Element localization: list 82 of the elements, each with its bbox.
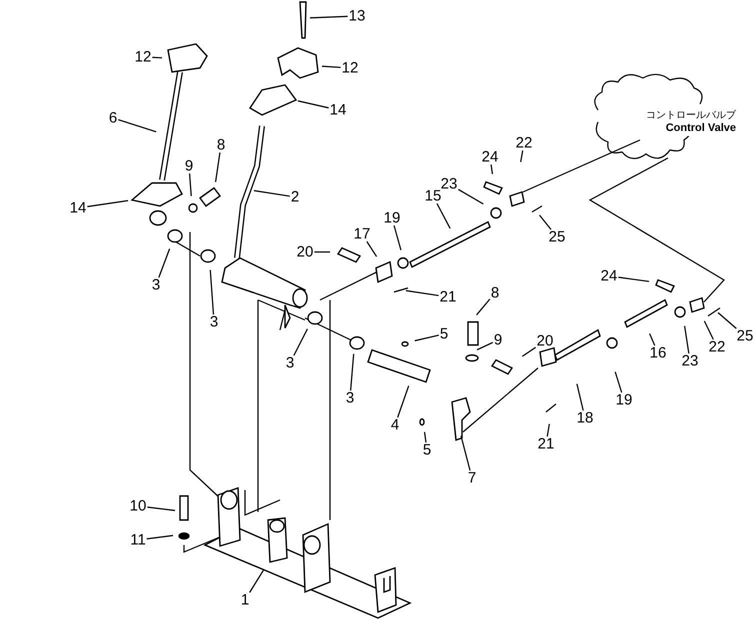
leader-line bbox=[254, 190, 290, 197]
callout-number: 8 bbox=[490, 286, 500, 300]
callout-number: 5 bbox=[422, 442, 432, 458]
leader-line bbox=[436, 203, 451, 229]
leader-line bbox=[298, 100, 329, 108]
callout-number: 4 bbox=[390, 418, 400, 432]
callout-number: 22 bbox=[708, 340, 726, 354]
callout-number: 10 bbox=[128, 498, 148, 514]
leader-line bbox=[293, 328, 308, 356]
leader-line bbox=[146, 534, 174, 540]
callout-number: 14 bbox=[328, 102, 348, 118]
leader-line bbox=[406, 290, 439, 296]
callout-number: 2 bbox=[290, 190, 300, 204]
callout-number: 19 bbox=[614, 392, 634, 408]
callout-number: 23 bbox=[680, 354, 700, 368]
callout-number: 23 bbox=[440, 176, 458, 192]
callout-number: 3 bbox=[344, 390, 356, 406]
leader-line bbox=[520, 150, 524, 162]
callout-number: 12 bbox=[134, 50, 152, 64]
cloud-label: コントロールバルブ bbox=[646, 110, 736, 122]
leader-line bbox=[649, 333, 656, 346]
leader-line bbox=[704, 320, 714, 340]
leader-line bbox=[322, 66, 341, 68]
callout-number: 5 bbox=[438, 326, 450, 342]
leader-line bbox=[460, 436, 471, 471]
callout-number: 21 bbox=[536, 436, 556, 452]
callout-number: 22 bbox=[514, 136, 534, 150]
leader-line bbox=[684, 326, 690, 354]
callout-number: 18 bbox=[576, 410, 594, 426]
leader-line bbox=[394, 225, 402, 250]
callout-number: 9 bbox=[492, 332, 504, 348]
callout-number: 14 bbox=[68, 200, 88, 216]
callout-number: 11 bbox=[129, 532, 147, 548]
leader-line bbox=[424, 432, 427, 443]
leader-line bbox=[158, 248, 170, 278]
leader-line bbox=[188, 173, 192, 196]
callout-number: 25 bbox=[736, 328, 754, 344]
leader-line bbox=[152, 56, 162, 58]
callout-number: 17 bbox=[352, 226, 372, 242]
leader-line bbox=[310, 16, 348, 18]
callout-number: 25 bbox=[548, 230, 566, 244]
callout-number: 16 bbox=[648, 346, 668, 360]
cloud-label: Control Valve bbox=[666, 122, 736, 136]
callout-number: 15 bbox=[424, 188, 442, 204]
leader-line bbox=[214, 152, 220, 182]
callout-number: 6 bbox=[108, 110, 118, 126]
leader-line bbox=[490, 164, 494, 174]
leader-line bbox=[618, 276, 650, 282]
leader-line bbox=[118, 119, 156, 132]
leader-line bbox=[718, 312, 737, 329]
leader-line bbox=[249, 569, 264, 593]
leader-line bbox=[147, 506, 176, 512]
callout-number: 1 bbox=[240, 592, 250, 608]
leader-line bbox=[614, 372, 622, 393]
callout-number: 24 bbox=[480, 150, 500, 164]
callout-number: 19 bbox=[382, 210, 402, 226]
callout-number: 3 bbox=[284, 356, 296, 370]
callout-number: 8 bbox=[216, 138, 226, 152]
leader-line bbox=[546, 424, 550, 437]
leader-line bbox=[350, 354, 354, 391]
callout-number: 7 bbox=[466, 470, 478, 486]
leader-line bbox=[87, 200, 128, 208]
leader-line bbox=[210, 270, 214, 315]
leader-line bbox=[314, 251, 330, 253]
leader-line bbox=[522, 346, 536, 357]
leader-line bbox=[539, 214, 552, 230]
callout-number: 20 bbox=[296, 244, 314, 260]
callout-number: 20 bbox=[536, 334, 554, 348]
leader-line bbox=[414, 334, 439, 342]
callout-number: 3 bbox=[208, 314, 220, 330]
leader-line bbox=[397, 386, 410, 418]
callout-number: 9 bbox=[184, 158, 194, 174]
leader-line bbox=[458, 188, 484, 204]
callout-number: 13 bbox=[348, 8, 366, 24]
callout-number: 12 bbox=[340, 60, 360, 76]
leader-line bbox=[366, 241, 378, 257]
leader-line bbox=[476, 298, 490, 316]
leader-line bbox=[576, 384, 584, 411]
callout-number: 21 bbox=[438, 290, 458, 304]
callout-number: 24 bbox=[600, 268, 618, 284]
leader-line bbox=[476, 342, 494, 350]
callout-number: 3 bbox=[150, 278, 162, 292]
